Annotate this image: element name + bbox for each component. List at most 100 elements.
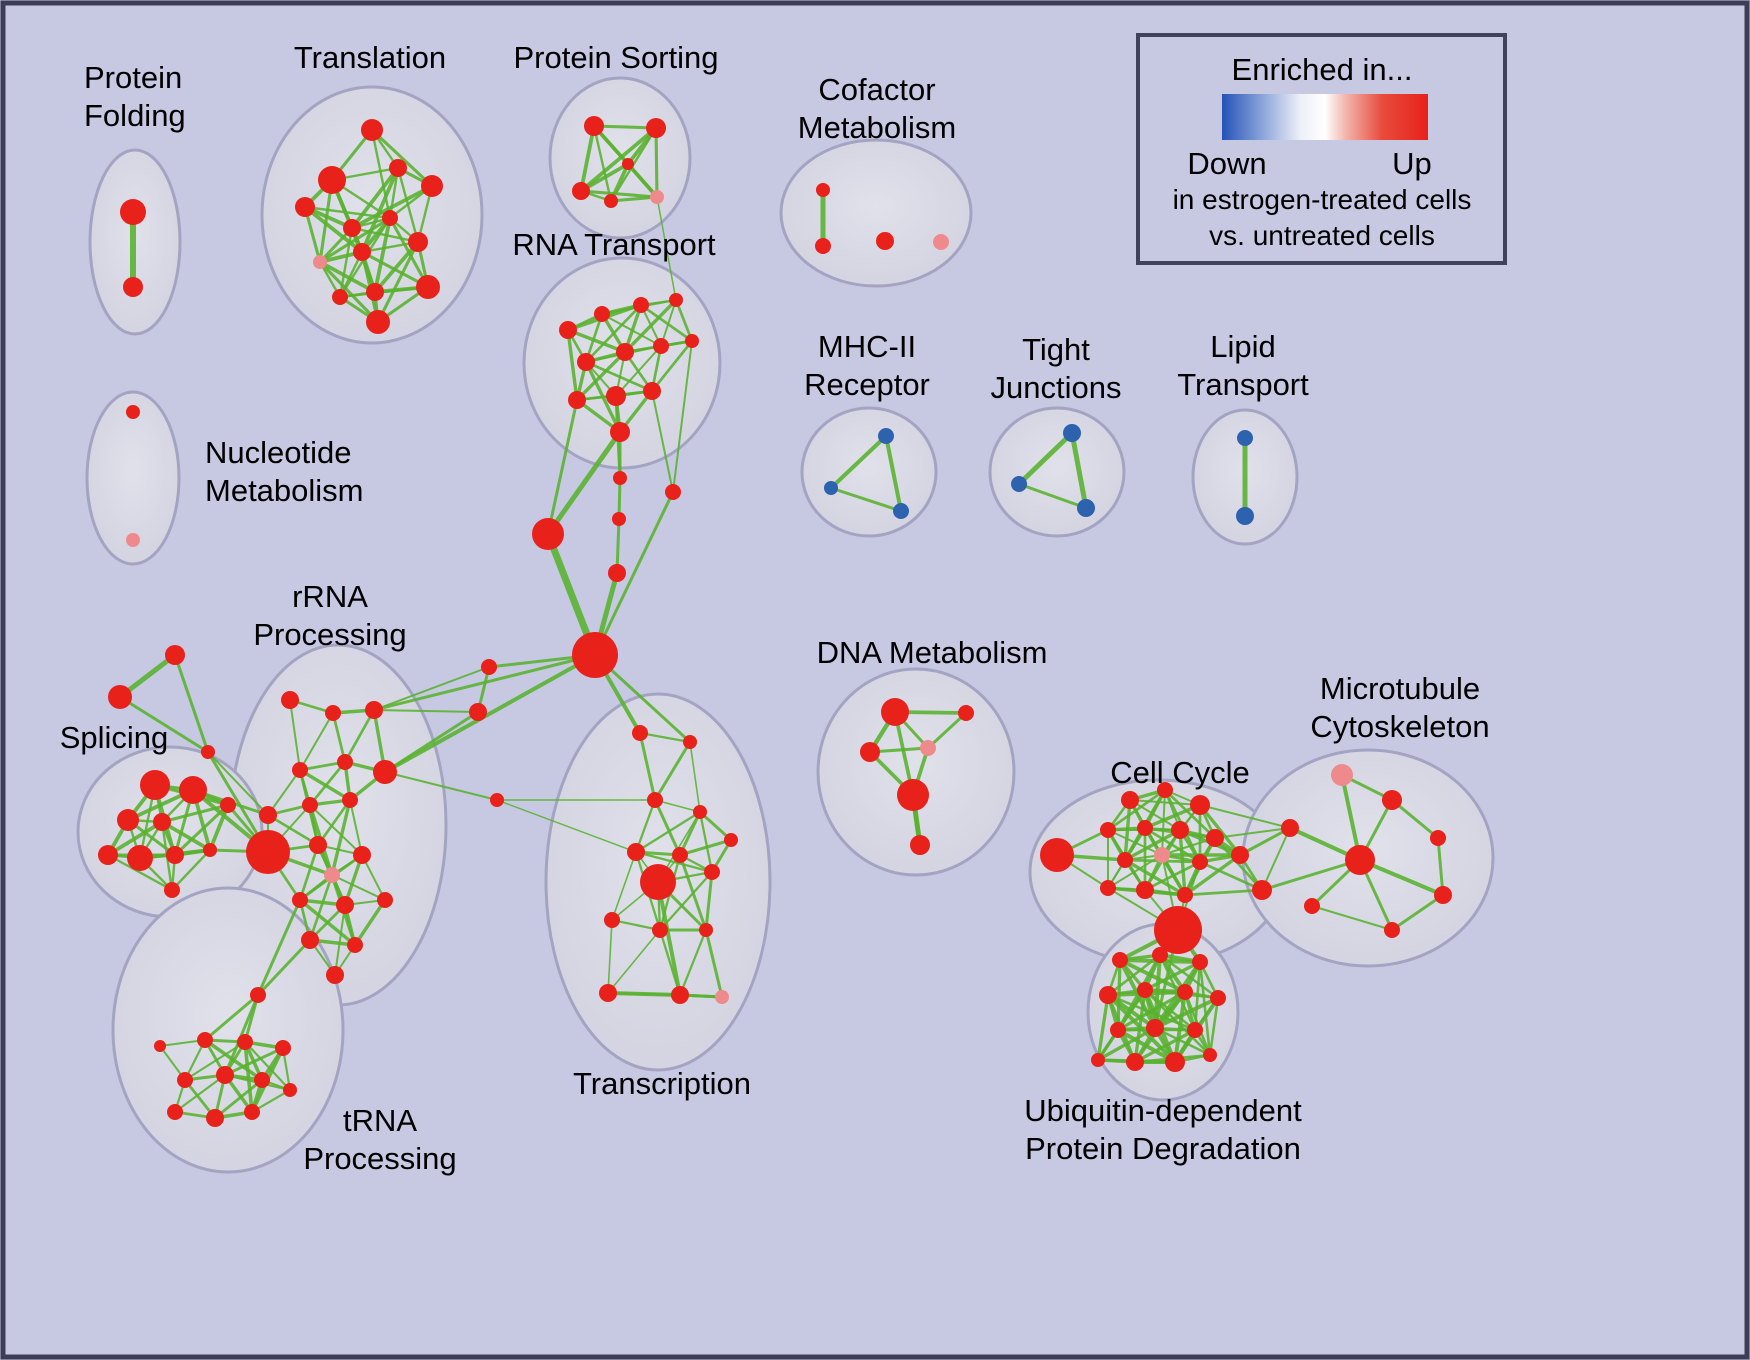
edge-hb8-rr3 [373,709,479,713]
node-rr8 [259,806,277,824]
node-rt2 [594,306,610,322]
node-ps4 [604,194,618,208]
edge-tc4-tc5 [634,810,702,854]
edge-cc10-cc13 [1107,854,1163,889]
node-tn8 [254,1072,270,1088]
legend-title: Enriched in... [1232,52,1413,87]
cluster-tight-junctions [988,406,1126,538]
edge-mh1-mh3 [884,434,903,513]
legend-down-label: Down [1187,146,1266,181]
node-mc3 [1281,819,1299,837]
edge-ps1-ps3 [579,124,596,193]
edge-ub9-ub14 [1096,1026,1157,1062]
edge-tc12-tc14 [678,928,708,997]
edge-mc6-mc7 [1311,905,1393,931]
cluster-label-cell-cycle: Cell Cycle [1110,755,1250,790]
node-ub4 [1099,986,1117,1004]
node-sp2 [179,776,207,804]
node-rr12 [309,836,327,854]
edge-tr4-tr6 [350,166,400,230]
edge-sp6-sp10 [106,853,174,892]
node-tc5 [627,843,645,861]
node-cc11 [1192,854,1208,870]
edge-ub7-ub9 [1153,996,1220,1030]
edge-tj2-tj3 [1017,482,1088,510]
edge-tr8-tr14 [318,260,380,324]
edge-tr5-tr6 [350,184,434,230]
edge-tj1-tj3 [1069,430,1089,511]
edge-cc12-mc3 [1238,826,1292,857]
node-cc7 [1171,821,1189,839]
edge-tc4-tc8 [698,810,714,874]
node-tr14 [366,310,390,334]
node-cc4 [1190,795,1210,815]
node-dm2 [958,705,974,721]
node-tr10 [408,232,428,252]
edge-tc3-tc5 [634,798,657,854]
node-ub8 [1110,1022,1126,1038]
node-tr13 [332,289,348,305]
node-pf1 [120,199,146,225]
edge-tc10-tc13 [607,919,613,994]
node-tr5 [421,175,443,197]
edge-hb7-rr3 [373,666,490,711]
edge-cc11-cc14 [1143,860,1202,892]
cluster-label-dna-metabolism: DNA Metabolism [817,635,1048,670]
node-ps2 [646,118,666,138]
node-tc10 [604,912,620,928]
edge-tc7-tc14 [656,880,682,997]
edge-x2-rr4 [118,695,210,754]
edge-tc11-tc13 [607,929,661,994]
edge-ub5-ub13 [1143,988,1212,1057]
edge-rr10-rr12 [316,798,352,847]
edge-tr10-tr14 [376,240,420,324]
node-rr11 [246,830,290,874]
edge-ps1-ps2 [592,124,658,130]
node-rr5 [292,762,308,778]
node-sp7 [127,845,153,871]
edge-cc17-mc3 [1261,827,1291,891]
node-ps3 [572,182,590,200]
node-hb5 [608,564,626,582]
edge-tc8-tc12 [704,870,714,932]
node-mc7 [1384,922,1400,938]
node-tj1 [1063,424,1081,442]
edge-tn7-tn9 [173,1073,227,1114]
edge-ps2-ps3 [579,126,658,193]
node-sp8 [166,846,184,864]
node-rr13 [324,867,340,883]
legend-caption-line2: vs. untreated cells [1209,220,1435,251]
edge-cc11-cc17 [1198,860,1264,892]
node-tc8 [704,864,720,880]
edge-rt12-hb3 [545,429,623,537]
edge-tc6-tc9 [678,838,733,857]
node-rr15 [292,892,308,908]
edge-tc1-tc3 [638,731,657,802]
legend: Enriched in... Down Up in estrogen-treat… [1136,33,1507,265]
edge-x1-rr4 [173,653,210,754]
edge-rr2-rr6 [331,711,347,764]
node-tr2 [318,166,346,194]
node-rr20 [326,966,344,984]
node-mh1 [878,428,894,444]
node-x2 [108,685,132,709]
edge-tn1-tn3 [203,993,260,1042]
edge-tr1-tr5 [370,128,434,188]
edge-tr8-tr12 [318,260,377,294]
node-cm4 [933,234,949,250]
legend-caption-line1: in estrogen-treated cells [1173,184,1472,215]
node-rr4 [201,745,215,759]
node-cm3 [876,232,894,250]
edge-rt1-rt9 [566,328,579,402]
node-tn7 [216,1066,234,1084]
node-sp6 [98,845,118,865]
edge-rr7-hb9 [384,771,498,801]
edge-rt3-rt5 [584,303,643,364]
cluster-nucleotide-metabolism [85,390,181,566]
node-rt9 [568,391,586,409]
